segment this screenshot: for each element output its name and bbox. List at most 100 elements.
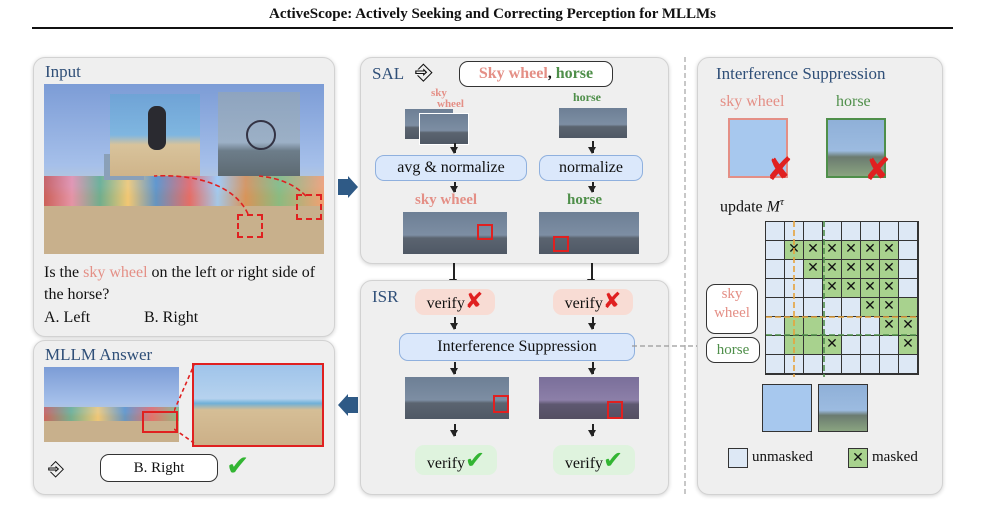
sky-mask-square (728, 118, 788, 178)
callout-horse-label: horse (716, 342, 750, 358)
unmasked-cell (899, 241, 918, 260)
masked-cell: ✕ (880, 317, 899, 336)
masked-cell-plain (804, 336, 823, 355)
isr-arrow-left-2 (451, 362, 457, 375)
update-prefix: update (720, 198, 767, 216)
isr-sky-box (493, 395, 509, 413)
masked-cell: ✕ (823, 260, 842, 279)
unmasked-cell (842, 222, 861, 241)
unmasked-cell (785, 355, 804, 374)
masked-cell-plain (785, 336, 804, 355)
is-panel-title: Interference Suppression (716, 64, 886, 83)
masked-cell: ✕ (899, 336, 918, 355)
verify-fail-right: verify✘ (553, 289, 633, 315)
unmasked-cell (861, 336, 880, 355)
question-suffix: on the left or right side of the horse? (44, 264, 316, 303)
sal-prompt-bubble: Sky wheel, horse (459, 61, 613, 87)
unmasked-cell (766, 355, 785, 374)
masked-cell: ✕ (899, 317, 918, 336)
sal-panel: SAL ⎆ Sky wheel, horse sky wheel horse a… (360, 57, 669, 264)
masked-cell: ✕ (880, 298, 899, 317)
grid-thumb-sky (762, 384, 812, 432)
verify-fail-left-label: verify (426, 295, 465, 312)
verify-fail-left: verify✘ (415, 289, 495, 315)
isr-panel: ISR verify✘ verify✘ Interference Suppres… (360, 280, 669, 495)
arrow-input-to-sal (338, 176, 358, 198)
sal-arrow-right-2 (589, 182, 595, 193)
verify-pass-left: verify✔ (415, 445, 497, 475)
callout-sky-2: wheel (714, 305, 750, 321)
unmasked-cell (899, 260, 918, 279)
horse-map (559, 108, 627, 138)
grid-thumb-horse (818, 384, 868, 432)
result-label-sky: sky wheel (415, 192, 478, 208)
answer-text: B. Right (133, 460, 185, 476)
isr-arrow-right-3 (589, 424, 595, 437)
masked-cell: ✕ (880, 279, 899, 298)
mask-grid: ✕✕✕✕✕✕✕✕✕✕✕✕✕✕✕✕✕✕✕✕✕ (765, 221, 919, 375)
unmasked-cell (823, 355, 842, 374)
robot-icon: ⎆ (48, 456, 64, 480)
grid-callout-sky: sky wheel (706, 284, 758, 334)
isr-panel-title: ISR (372, 287, 399, 306)
divider-dashed (684, 57, 686, 495)
unmasked-cell (899, 222, 918, 241)
result-label-horse: horse (567, 192, 602, 208)
callout-sky-1: sky (721, 286, 743, 302)
masked-cell: ✕ (842, 279, 861, 298)
sal-arrow-right-1 (589, 141, 595, 154)
horse-result-box (553, 236, 569, 252)
map-label-sky-1: sky (431, 87, 447, 99)
avg-normalize-box: avg & normalize (375, 155, 527, 181)
unmasked-cell (766, 336, 785, 355)
legend-unmasked-label: unmasked (752, 449, 813, 465)
masked-cell: ✕ (823, 336, 842, 355)
answer-panel: MLLM Answer ⎆ B. Right ✔ (33, 340, 335, 495)
update-var: M (766, 198, 780, 216)
cross-icon: ✘ (464, 289, 484, 314)
skyline-strip (44, 176, 324, 206)
skywheel-region-box (296, 194, 322, 220)
legend-unmasked-swatch (728, 448, 748, 468)
horse-result-image (539, 212, 639, 254)
prompt-separator: , (547, 65, 556, 82)
cross-icon: ✘ (864, 150, 891, 188)
masked-cell: ✕ (880, 260, 899, 279)
masked-cell: ✕ (861, 241, 880, 260)
update-text: update Mτ (720, 196, 784, 216)
beach-scene-image (44, 84, 324, 254)
masked-cell: ✕ (804, 241, 823, 260)
question-highlight: sky wheel (83, 264, 148, 281)
masked-cell: ✕ (823, 279, 842, 298)
answer-zoom-image (192, 363, 324, 447)
arrow-isr-to-answer (338, 394, 358, 416)
prompt-term-horse: horse (555, 65, 594, 82)
masked-cell: ✕ (842, 241, 861, 260)
ferris-wheel (246, 120, 276, 150)
masked-cell: ✕ (823, 241, 842, 260)
check-icon: ✔ (226, 449, 250, 482)
unmasked-cell (766, 222, 785, 241)
unmasked-cell (842, 355, 861, 374)
sal-panel-title: SAL (372, 64, 405, 83)
legend-masked-swatch: ✕ (848, 448, 868, 468)
unmasked-cell (842, 336, 861, 355)
prompt-term-sky-wheel: Sky wheel (478, 65, 548, 82)
question-text: Is the sky wheel on the left or right si… (44, 262, 324, 306)
isr-arrow-left-3 (451, 424, 457, 437)
masked-cell: ✕ (880, 241, 899, 260)
update-sup: τ (779, 196, 784, 208)
isr-horse-image (539, 377, 639, 419)
unmasked-cell (766, 279, 785, 298)
unmasked-cell (766, 241, 785, 260)
isr-horse-box (607, 401, 623, 419)
sal-arrow-left-1 (451, 143, 457, 154)
zoom-horse-image (110, 94, 200, 176)
answer-bubble: B. Right (100, 454, 218, 482)
option-b: B. Right (144, 309, 199, 326)
unmasked-cell (766, 260, 785, 279)
answer-panel-title: MLLM Answer (45, 345, 153, 364)
sky-result-image (403, 212, 507, 254)
verify-fail-right-label: verify (564, 295, 603, 312)
unmasked-cell (804, 279, 823, 298)
